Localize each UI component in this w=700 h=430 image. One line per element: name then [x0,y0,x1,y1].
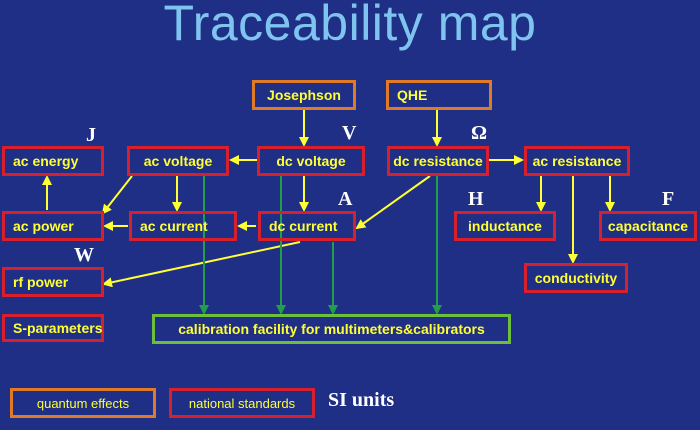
node-ac-voltage: ac voltage [127,146,229,176]
unit-label-j: J [86,124,96,146]
unit-label-ohm: Ω [471,122,488,144]
unit-label-h: H [468,188,484,210]
node-josephson: Josephson [252,80,356,110]
node-rf-power: rf power [2,267,104,297]
legend-si-units: SI units [328,389,395,411]
unit-label-a: A [338,188,353,210]
node-ac-current: ac current [129,211,237,241]
node-dc-resistance: dc resistance [387,146,489,176]
legend-quantum-effects: quantum effects [10,388,156,418]
node-s-parameters: S-parameters [2,314,104,342]
arrow-dc-resistance-to-dc-current [355,175,431,230]
arrow-dc-current-to-rf-power [102,241,301,288]
node-dc-current: dc current [258,211,356,241]
unit-label-v: V [342,122,357,144]
node-dc-voltage: dc voltage [257,146,365,176]
node-ac-resistance: ac resistance [524,146,630,176]
unit-label-f: F [662,188,675,210]
unit-label-w: W [74,244,94,266]
arrow-ac-voltage-to-ac-power [101,175,133,215]
page-title: Traceability map [163,0,537,51]
node-calibration-facility: calibration facility for multimeters&cal… [152,314,511,344]
node-qhe: QHE [386,80,492,110]
legend-national-standards: national standards [169,388,315,418]
node-ac-energy: ac energy [2,146,104,176]
node-conductivity: conductivity [524,263,628,293]
node-ac-power: ac power [2,211,104,241]
node-inductance: inductance [454,211,556,241]
node-capacitance: capacitance [599,211,697,241]
